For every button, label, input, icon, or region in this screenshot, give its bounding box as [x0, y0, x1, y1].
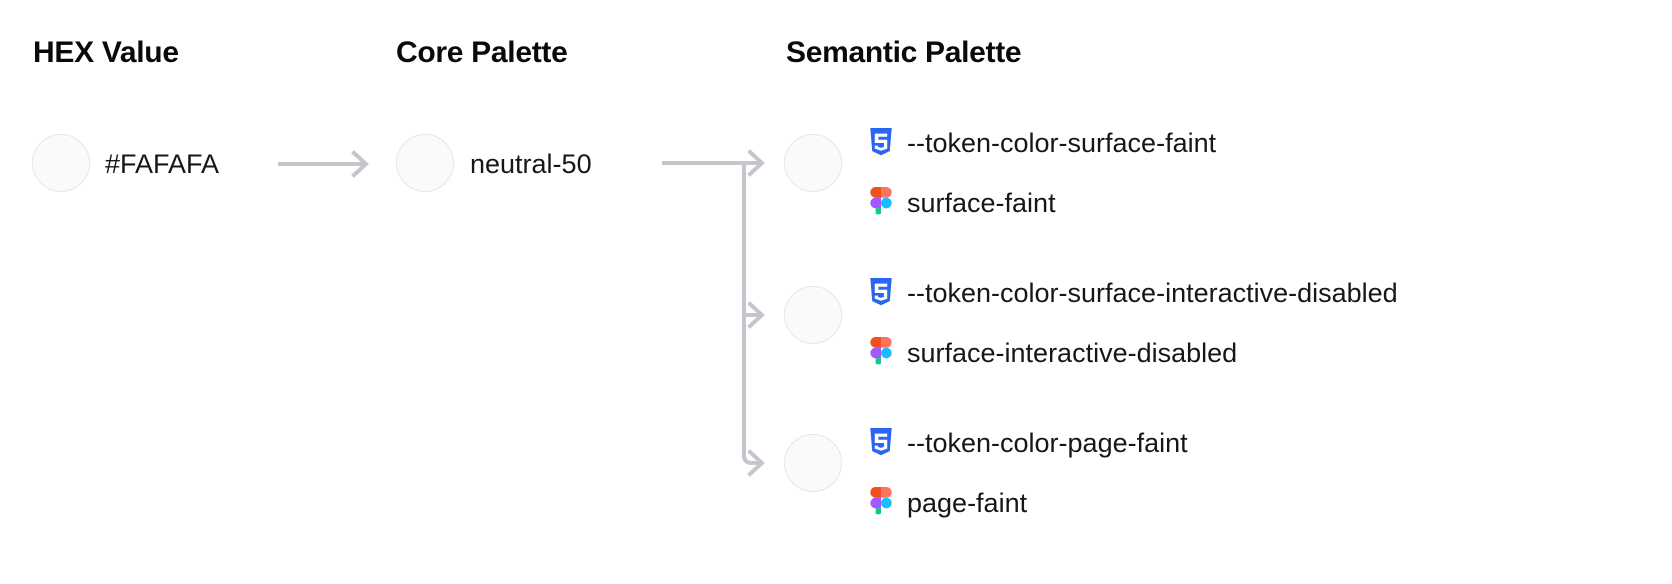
semantic-token-group: --token-color-surface-faint surface-fain… — [866, 113, 1216, 233]
figma-token-row: page-faint — [866, 473, 1188, 533]
figma-token-label: surface-faint — [907, 187, 1056, 218]
hex-color-swatch — [32, 134, 90, 192]
css-token-label: --token-color-page-faint — [907, 427, 1188, 458]
semantic-color-swatch — [784, 434, 842, 492]
column-header-hex-value: HEX Value — [33, 36, 179, 69]
css-token-row: --token-color-page-faint — [866, 413, 1188, 473]
semantic-color-swatch — [784, 134, 842, 192]
semantic-token-group: --token-color-page-faint page-faint — [866, 413, 1188, 533]
semantic-token-group: --token-color-surface-interactive-disabl… — [866, 263, 1398, 383]
arrow-hex-to-core-icon — [278, 150, 369, 178]
css3-icon — [866, 427, 896, 459]
figma-token-label: surface-interactive-disabled — [907, 337, 1238, 368]
css3-icon — [866, 127, 896, 159]
semantic-color-swatch — [784, 286, 842, 344]
css3-icon — [866, 277, 896, 309]
figma-token-label: page-faint — [907, 487, 1028, 518]
figma-token-row: surface-faint — [866, 173, 1216, 233]
figma-icon — [866, 337, 896, 369]
column-header-core-palette: Core Palette — [396, 36, 568, 69]
css-token-row: --token-color-surface-faint — [866, 113, 1216, 173]
css-token-label: --token-color-surface-faint — [907, 127, 1217, 158]
css-token-row: --token-color-surface-interactive-disabl… — [866, 263, 1398, 323]
figma-icon — [866, 187, 896, 219]
tree-connector-core-to-semantic-icon — [662, 149, 765, 477]
column-header-semantic-palette: Semantic Palette — [786, 36, 1022, 69]
core-color-swatch — [396, 134, 454, 192]
hex-value-label: #FAFAFA — [105, 149, 220, 179]
figma-token-row: surface-interactive-disabled — [866, 323, 1398, 383]
core-palette-value-label: neutral-50 — [470, 149, 592, 179]
css-token-label: --token-color-surface-interactive-disabl… — [907, 277, 1398, 308]
figma-icon — [866, 487, 896, 519]
